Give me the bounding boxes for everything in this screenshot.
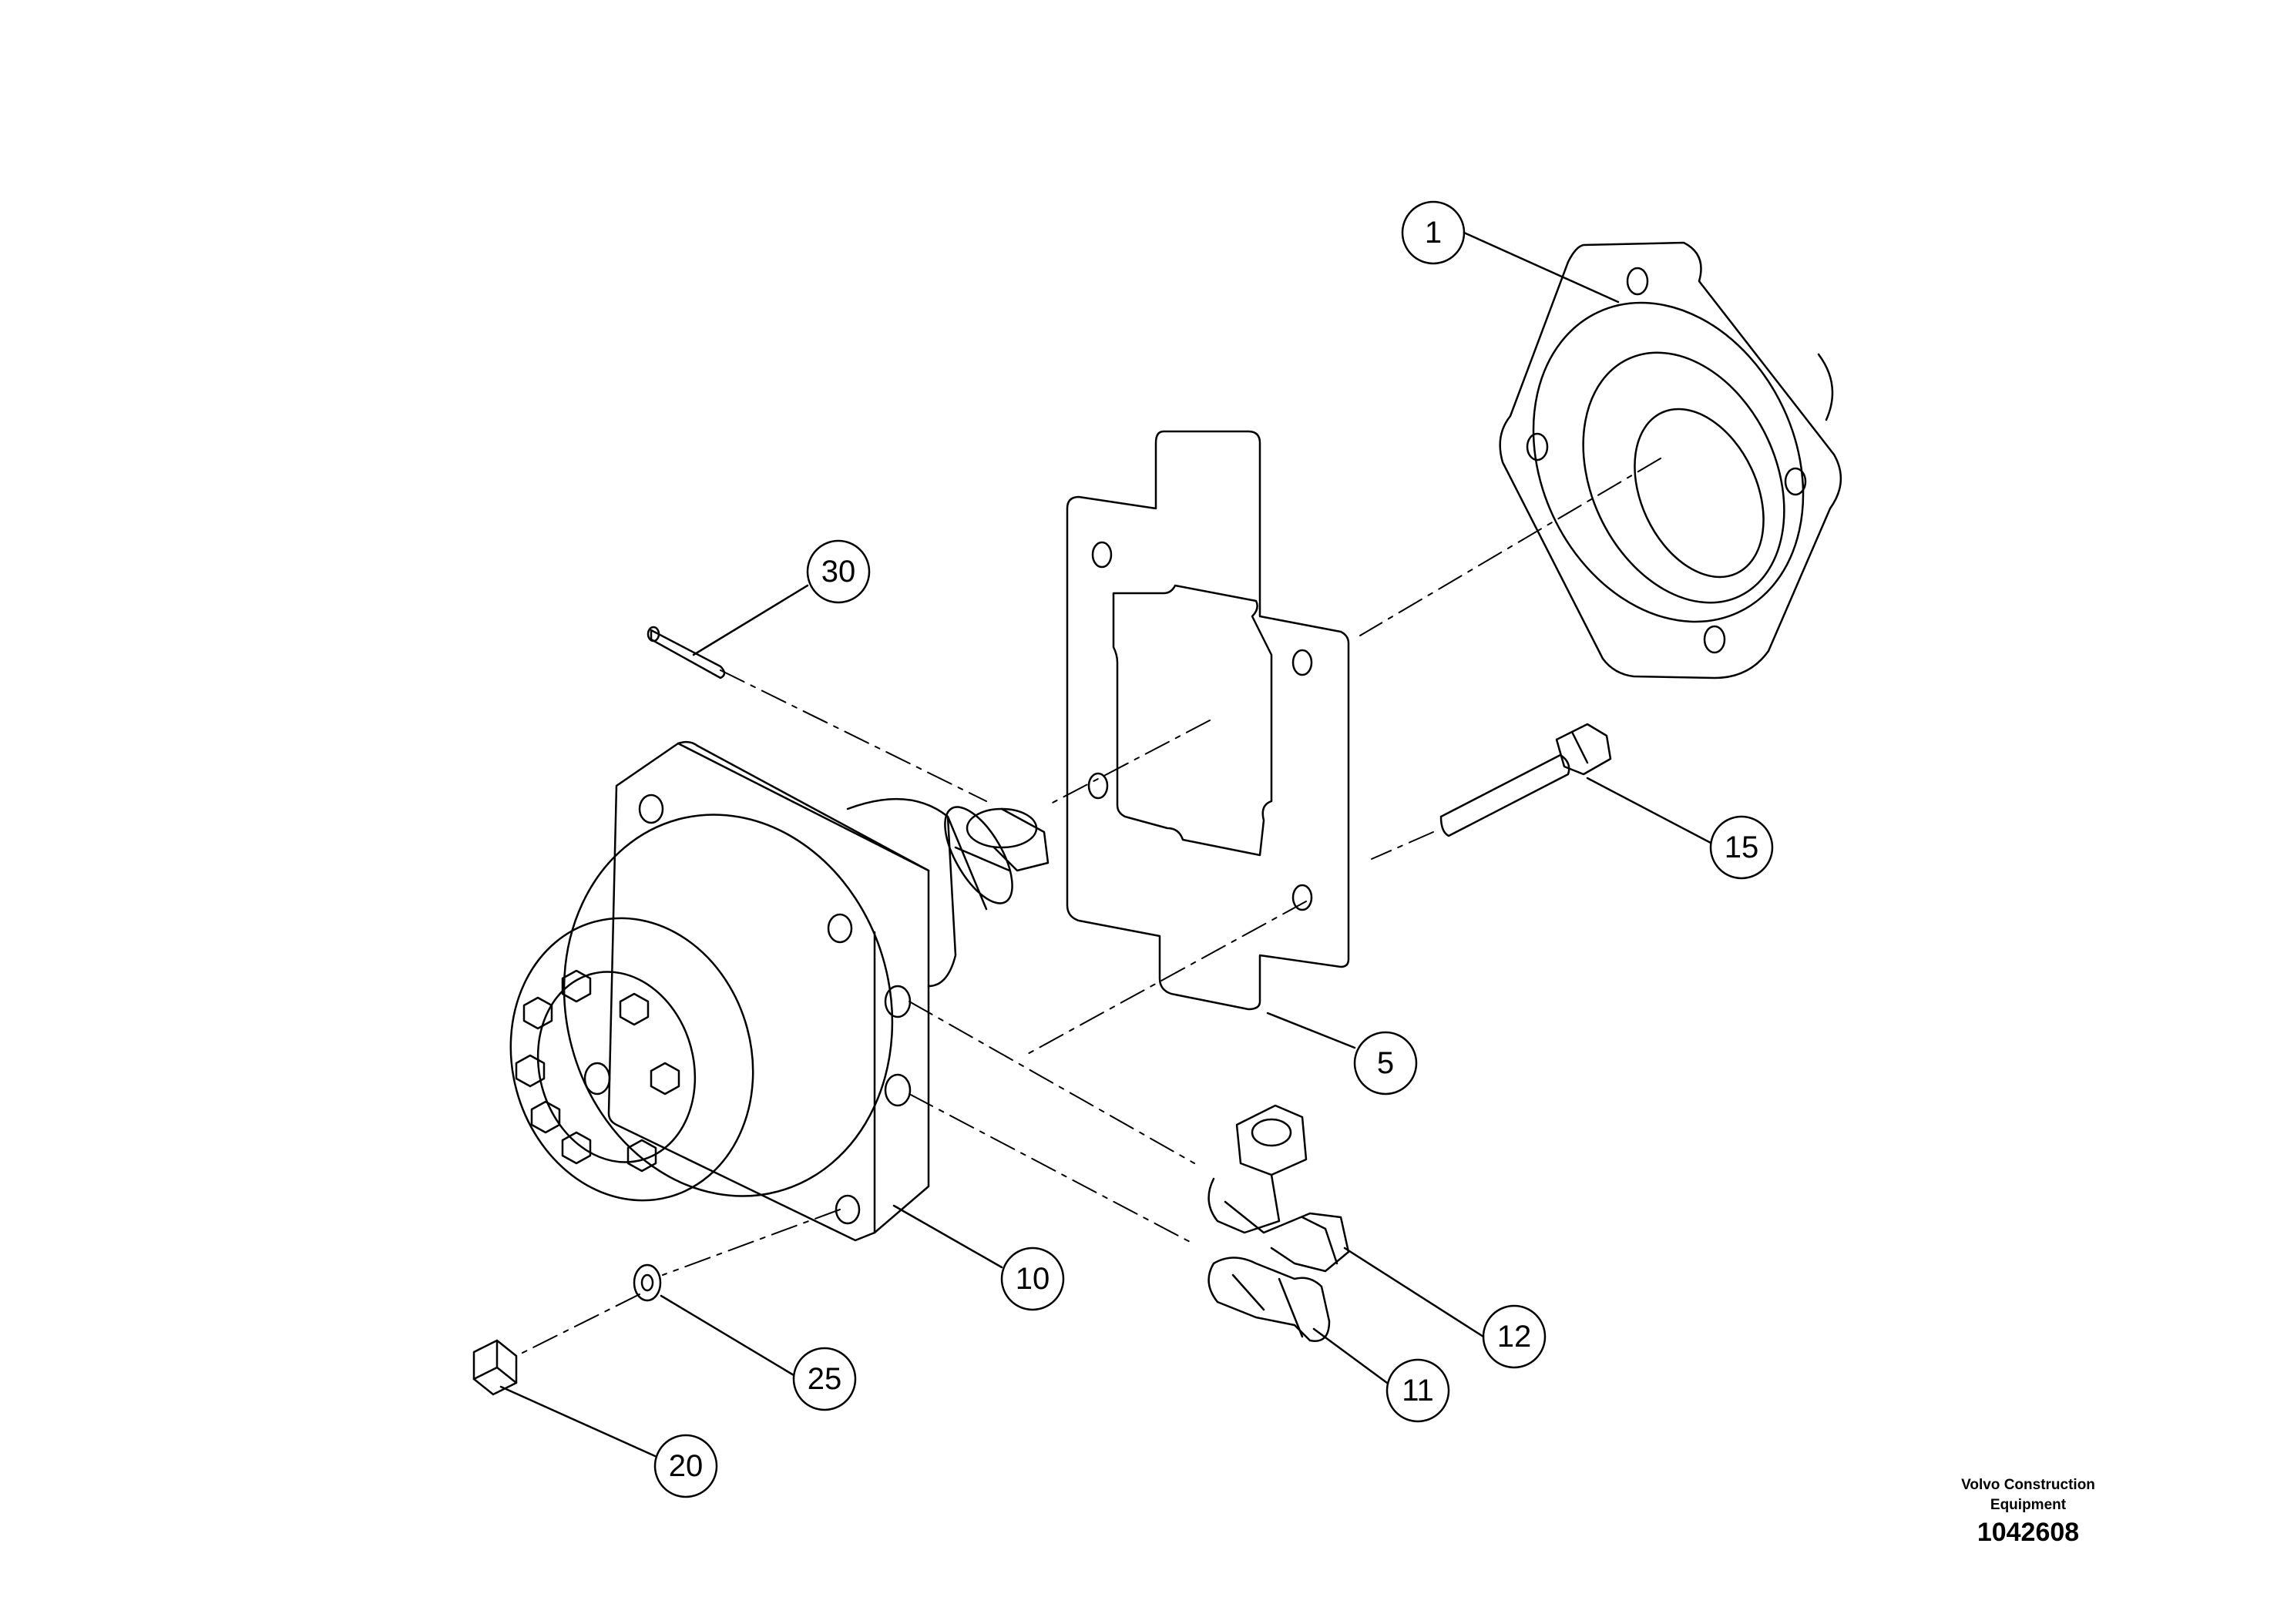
callout-label-10: 10 [1016,1262,1050,1296]
callout-label-30: 30 [821,555,856,589]
part-gasket [1066,430,1350,1011]
part-washer [633,1263,662,1302]
brand-line-1: Volvo Construction [1961,1477,2095,1493]
part-flange-housing [1499,241,1842,679]
part-cotter-pin [647,626,726,679]
callout-label-20: 20 [669,1449,704,1483]
callout-label-5: 5 [1377,1046,1394,1080]
callout-circle-1 [1401,200,1466,265]
drawing-number: 1042608 [1977,1518,2080,1547]
callout-label-25: 25 [808,1362,842,1396]
callout-circle-5 [1353,1031,1418,1096]
callout-circle-15 [1709,815,1774,880]
leader-lines [499,231,1712,1458]
callout-label-12: 12 [1497,1320,1532,1354]
part-elbow-fitting [1207,1104,1350,1273]
assembly-centerlines [516,458,1661,1357]
brand-line-2: Equipment [1990,1497,2067,1513]
motor-bolts [515,969,680,1173]
callout-circle-10 [1000,1247,1065,1311]
callout-circles [653,200,1774,1498]
callout-label-15: 15 [1725,830,1759,864]
part-bolt [1439,723,1612,837]
part-hydraulic-motor [509,740,1050,1242]
part-hex-nut [472,1339,518,1396]
callout-circle-20 [653,1434,718,1498]
part-straight-fitting [1207,1257,1331,1342]
callout-label-1: 1 [1425,216,1442,250]
callout-label-11: 11 [1402,1374,1434,1408]
callout-circle-12 [1482,1304,1547,1369]
callout-circle-11 [1385,1358,1450,1423]
callout-circle-30 [806,539,871,604]
brand-label: Volvo Construction Equipment [1928,1475,2128,1515]
callout-circle-25 [792,1347,857,1411]
